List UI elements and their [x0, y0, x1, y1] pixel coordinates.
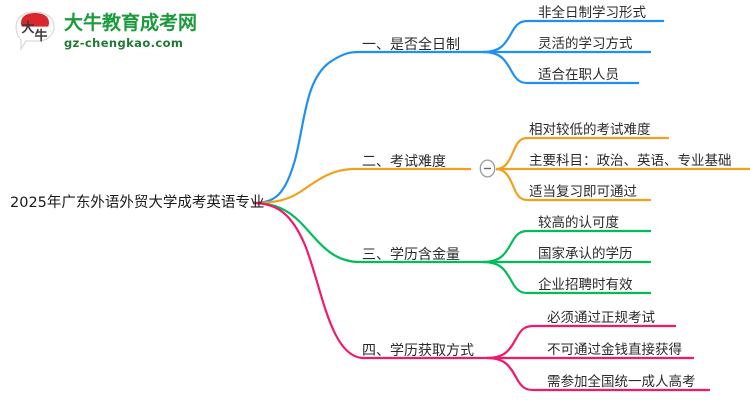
branch-label-1[interactable]: 一、是否全日制 [362, 37, 460, 53]
leaf-label-2-1[interactable]: 相对较低的考试难度 [529, 122, 651, 138]
branch-label-2[interactable]: 二、考试难度 [362, 154, 446, 170]
svg-text:牛: 牛 [34, 28, 47, 44]
leaf-label-2-3[interactable]: 适当复习即可通过 [529, 184, 637, 200]
leaf-label-3-1[interactable]: 较高的认可度 [538, 215, 619, 231]
logo-title: 大牛教育成考网 [64, 12, 198, 34]
leaf-label-4-1[interactable]: 必须通过正规考试 [547, 310, 655, 326]
root-node[interactable]: 2025年广东外语外贸大学成考英语专业 [10, 195, 265, 211]
branch-label-3[interactable]: 三、学历含金量 [362, 247, 460, 263]
leaf-label-1-2[interactable]: 灵活的学习方式 [538, 36, 633, 52]
minus-circle-icon[interactable] [479, 159, 496, 178]
leaf-label-1-3[interactable]: 适合在职人员 [538, 67, 619, 83]
leaf-label-2-2[interactable]: 主要科目：政治、英语、专业基础 [529, 153, 732, 169]
logo-mark-icon: 大 牛 [15, 11, 55, 52]
leaf-label-1-1[interactable]: 非全日制学习形式 [538, 5, 646, 21]
logo-subtitle: gz-chengkao.com [64, 36, 184, 50]
leaf-label-3-2[interactable]: 国家承认的学历 [538, 246, 633, 262]
site-logo: 大 牛 大牛教育成考网 gz-chengkao.com [12, 8, 198, 56]
leaf-label-4-2[interactable]: 不可通过金钱直接获得 [547, 342, 682, 358]
branch-label-4[interactable]: 四、学历获取方式 [362, 343, 474, 359]
leaf-label-3-3[interactable]: 企业招聘时有效 [538, 277, 633, 293]
svg-text:大: 大 [21, 20, 34, 36]
leaf-label-4-3[interactable]: 需参加全国统一成人高考 [547, 374, 696, 390]
